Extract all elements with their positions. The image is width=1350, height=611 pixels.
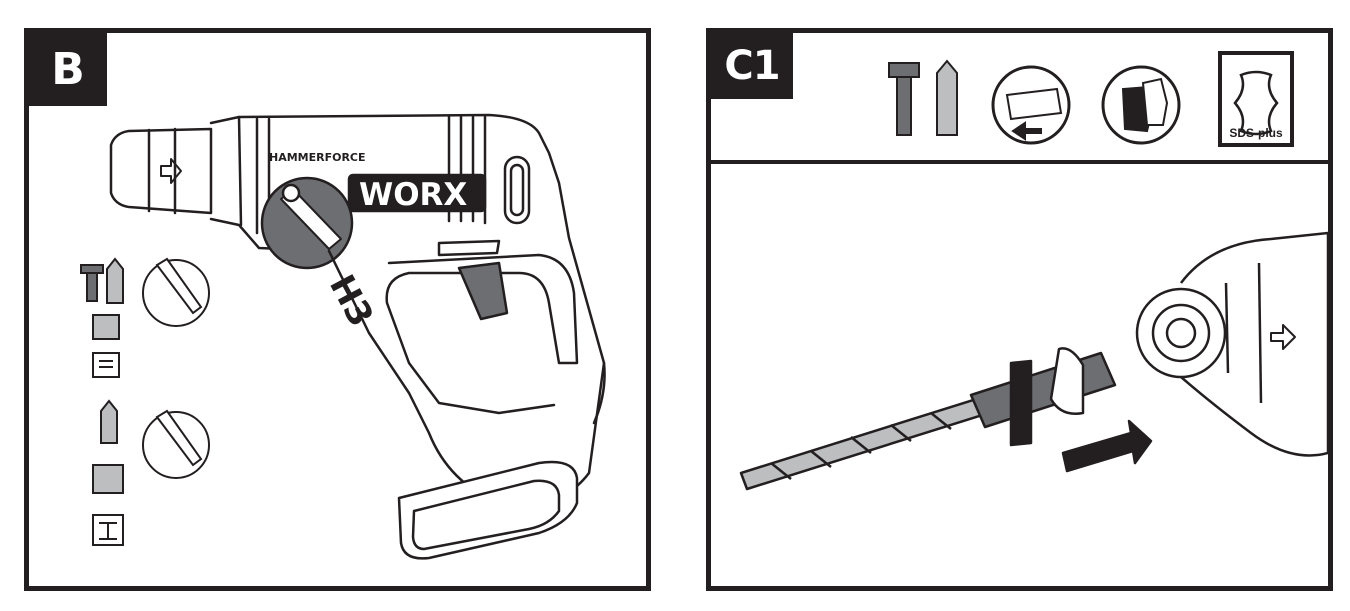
series-label: HAMMERFORCE — [269, 151, 366, 164]
sds-bit-insertion-illustration — [739, 231, 1328, 491]
sds-plus-icon — [1218, 51, 1294, 147]
panel-b-label: B — [29, 33, 107, 106]
rotary-hammer-illustration: WORX HAMMERFORCE H3 — [80, 113, 606, 560]
chuck-release-icon — [991, 65, 1071, 145]
panel-c1-label: C1 — [711, 33, 793, 99]
brand-logo: WORX — [359, 177, 467, 213]
panel-divider — [711, 160, 1328, 164]
sds-plus-label: SDS-plus — [1229, 126, 1283, 140]
hammer-drill-mode-icon — [888, 59, 958, 136]
c1-icon-strip — [739, 51, 1328, 491]
panel-c1: C1 — [706, 28, 1333, 591]
model-label: H3 — [321, 268, 381, 333]
safety-gloves-icon — [1101, 65, 1181, 145]
panel-b: B WORX HAMMERFORCE — [24, 28, 651, 591]
